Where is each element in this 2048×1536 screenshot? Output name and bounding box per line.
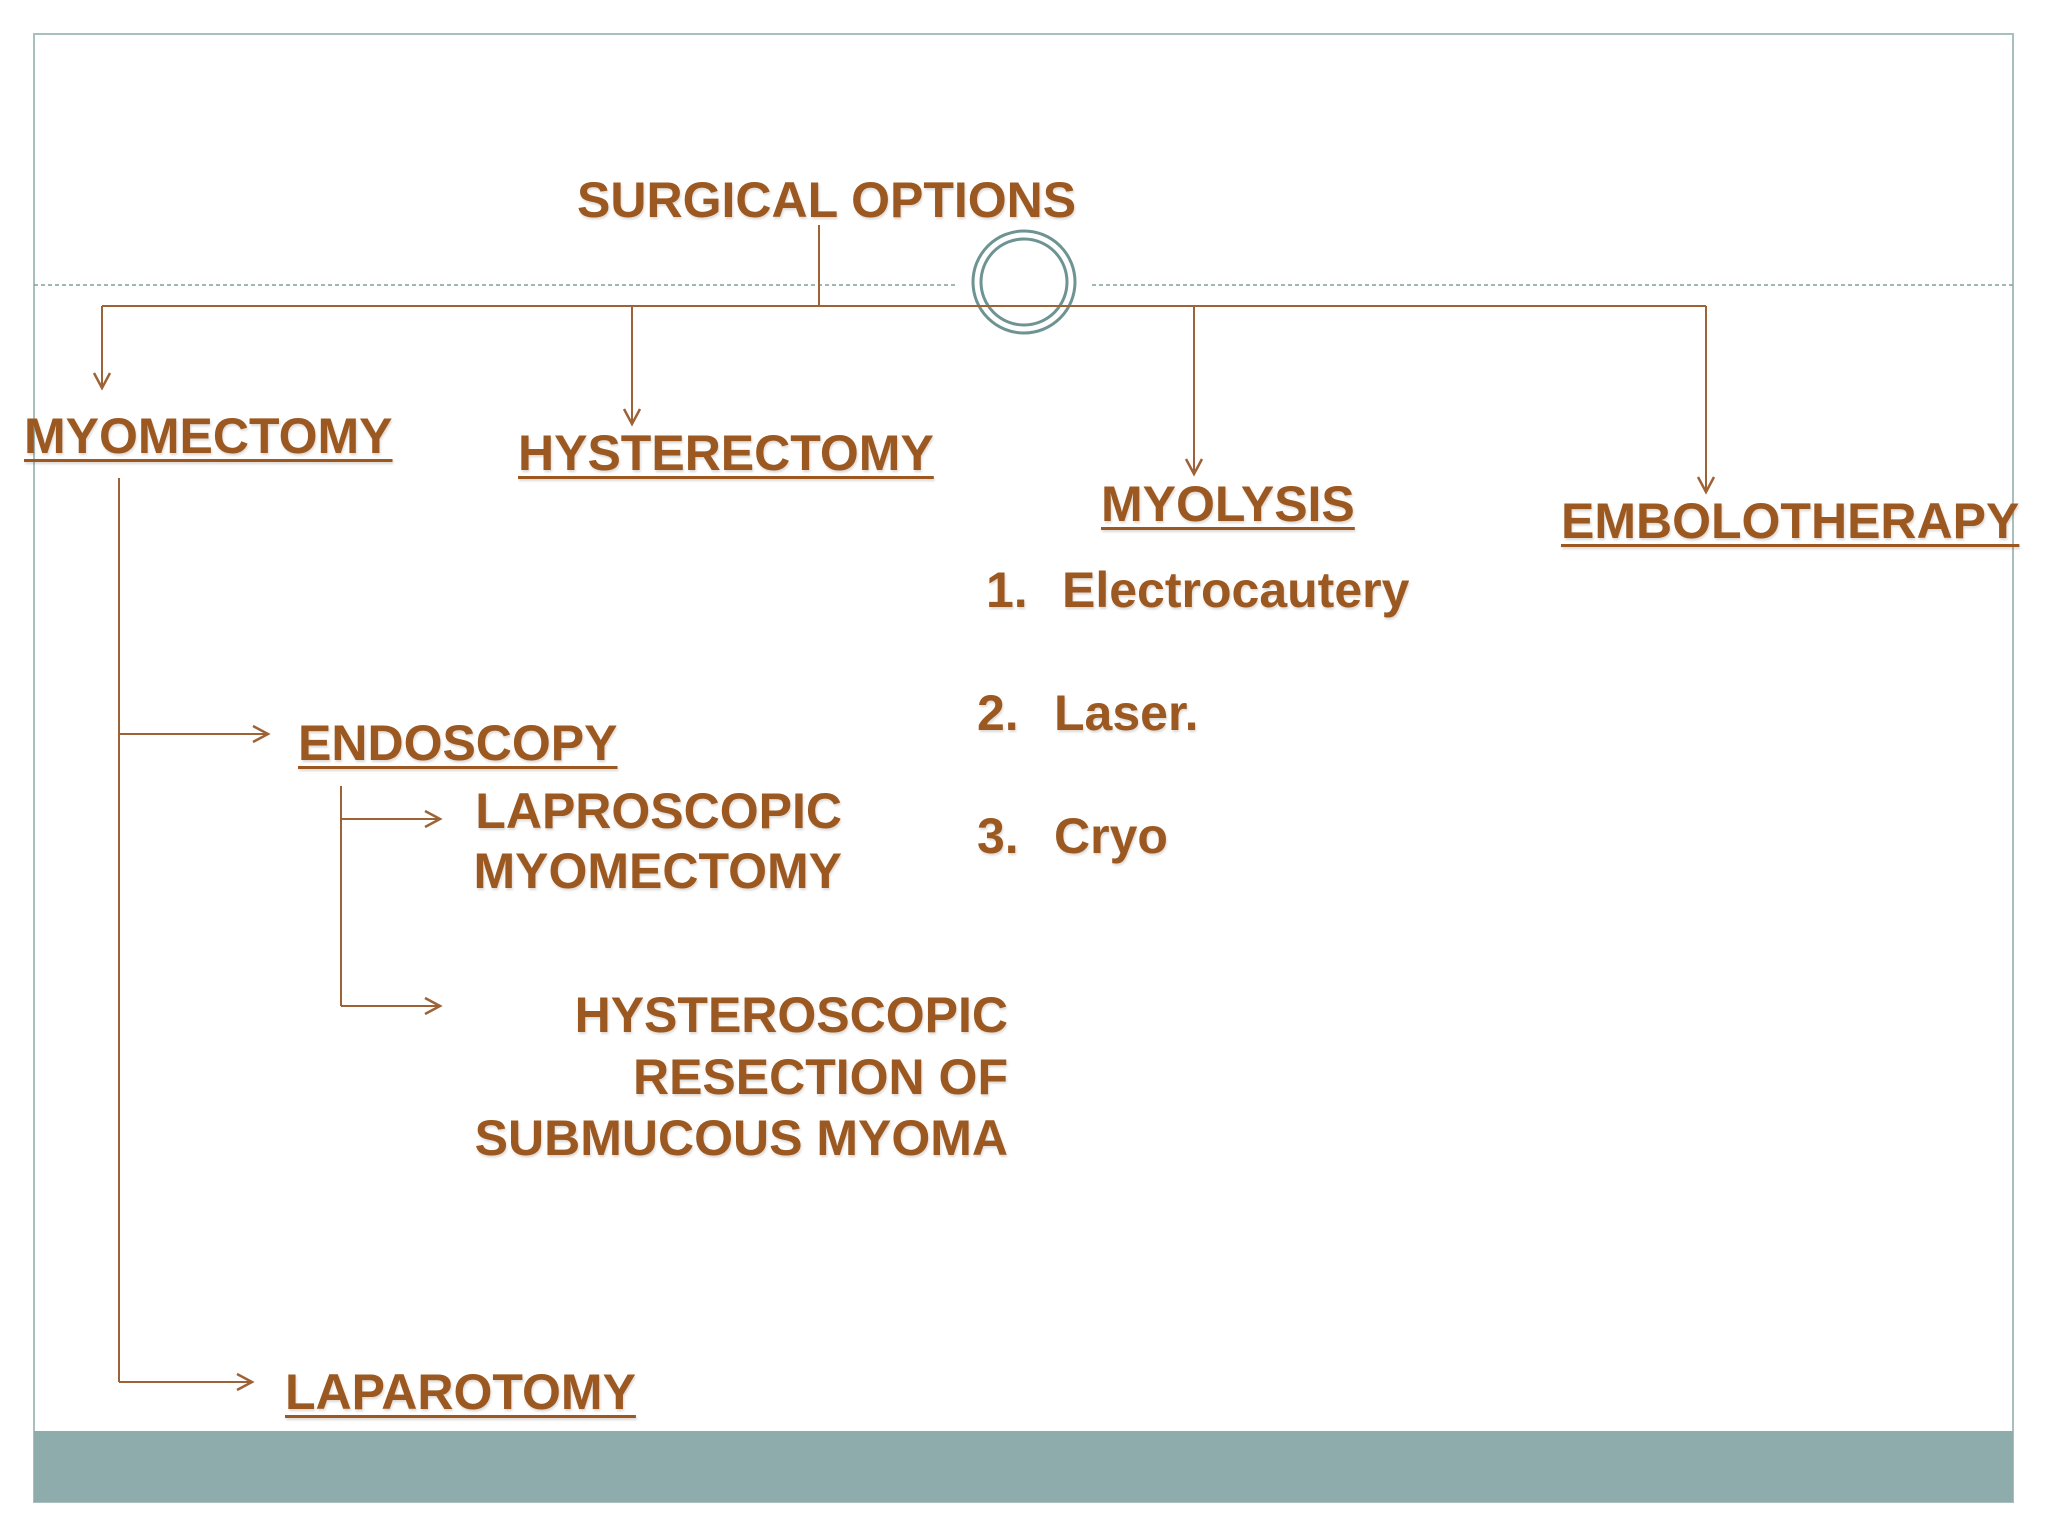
myolysis-method-text: Electrocautery bbox=[1062, 562, 1410, 618]
node-line: SUBMUCOUS MYOMA bbox=[474, 1110, 1008, 1166]
node-myomectomy: MYOMECTOMY bbox=[24, 408, 393, 464]
myolysis-method-text: Laser. bbox=[1054, 685, 1199, 741]
ornament-circle-fill bbox=[973, 231, 1075, 333]
diagram-root-title: SURGICAL OPTIONS bbox=[577, 172, 1077, 228]
node-line: RESECTION OF bbox=[632, 1048, 1008, 1105]
ornament-circle-outer bbox=[971, 229, 1077, 335]
arrow-hysteroscopic bbox=[424, 996, 443, 1016]
myolysis-method-text: Cryo bbox=[1054, 808, 1168, 864]
node-laparotomy: LAPAROTOMY bbox=[285, 1364, 636, 1420]
node-endoscopy: ENDOSCOPY bbox=[298, 715, 618, 771]
node-line: LAPROSCOPIC bbox=[475, 783, 842, 839]
arrow-laparotomy bbox=[236, 1372, 255, 1392]
node-hysteroscopic-resection: HYSTEROSCOPIC RESECTION OF SUBMUCOUS MYO… bbox=[458, 985, 1008, 1170]
node-myolysis: MYOLYSIS bbox=[1101, 476, 1355, 532]
arrow-myolysis bbox=[1184, 458, 1204, 477]
footer-band bbox=[34, 1431, 2013, 1502]
arrow-embolotherapy bbox=[1696, 476, 1716, 495]
arrow-hysterectomy bbox=[622, 408, 642, 427]
node-line: HYSTEROSCOPIC bbox=[574, 987, 1008, 1043]
node-embolotherapy: EMBOLOTHERAPY bbox=[1561, 493, 2020, 549]
myolysis-method-number: 3. bbox=[977, 808, 1019, 864]
node-line: MYOMECTOMY bbox=[473, 843, 842, 899]
ornament-circle-inner bbox=[979, 237, 1069, 327]
arrow-endoscopy bbox=[252, 724, 271, 744]
arrow-myomectomy bbox=[92, 372, 112, 391]
arrow-laparoscopic bbox=[424, 809, 443, 829]
node-hysterectomy: HYSTERECTOMY bbox=[518, 425, 934, 481]
myolysis-method-number: 1. bbox=[986, 562, 1028, 618]
node-laparoscopic-myomectomy: LAPROSCOPIC MYOMECTOMY bbox=[442, 781, 842, 901]
myolysis-method-number: 2. bbox=[977, 685, 1019, 741]
